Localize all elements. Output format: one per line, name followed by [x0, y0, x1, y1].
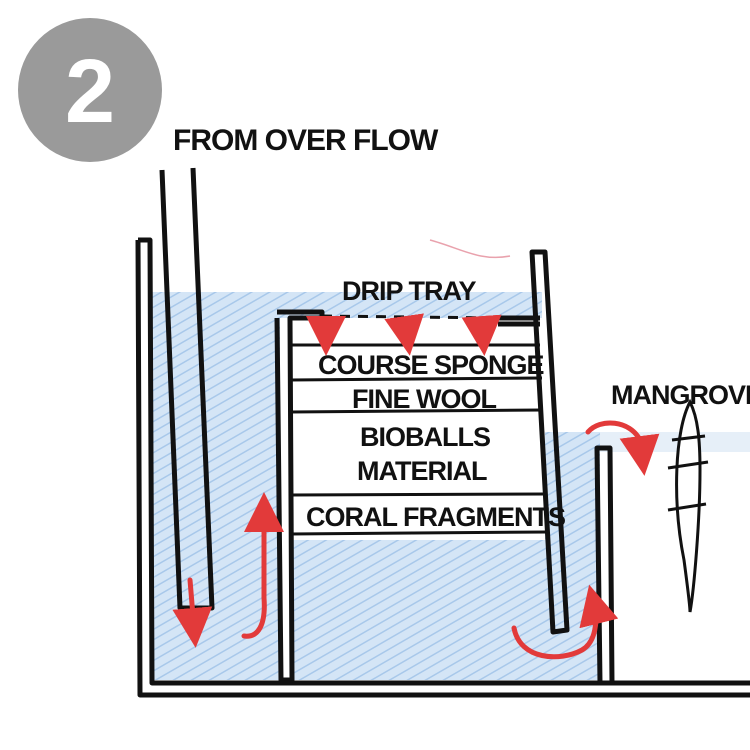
arrow-over-baffle: [585, 420, 660, 476]
tank-left-wall-and-floor: [138, 237, 750, 686]
filter-left-wall: [274, 309, 325, 683]
arrow-under-baffle: [511, 584, 619, 660]
mangrove-leaves: [667, 434, 709, 512]
layer-line-5: [289, 530, 549, 536]
filter-right-wall: [529, 249, 570, 635]
water-refugium-surface: [600, 432, 750, 452]
label-fine-wool: FINE WOOL: [352, 384, 496, 414]
label-material: MATERIAL: [357, 456, 487, 486]
label-coral-fragments: CORAL FRAGMENTS: [306, 502, 565, 532]
layer-line-3: [289, 408, 544, 414]
step-badge: 2: [18, 18, 162, 162]
arrow-overflow-down: [172, 577, 213, 648]
sketch-stray-mark: [429, 239, 511, 259]
arrow-drip-2: [384, 313, 424, 356]
water-under-tray: [292, 540, 547, 680]
label-from-overflow: FROM OVER FLOW: [173, 124, 439, 157]
baffle: [594, 445, 615, 686]
tank-outer-wall: [135, 239, 750, 698]
step-number: 2: [65, 42, 115, 142]
arrow-inlet-up: [241, 492, 284, 639]
flow-arrows: [172, 313, 660, 660]
label-drip-tray: DRIP TRAY: [342, 276, 477, 306]
layer-line-2: [289, 376, 543, 382]
step-badge-circle: [18, 18, 162, 162]
label-bioballs: BIOBALLS: [360, 422, 490, 452]
label-course-sponge: COURSE SPONGE: [318, 350, 544, 380]
layer-line-4: [289, 492, 547, 497]
label-mangrove: MANGROVE: [611, 380, 750, 410]
mangrove-plant: [667, 398, 709, 613]
drip-tray-right-lip: [498, 315, 540, 327]
arrow-drip-3: [461, 314, 502, 356]
